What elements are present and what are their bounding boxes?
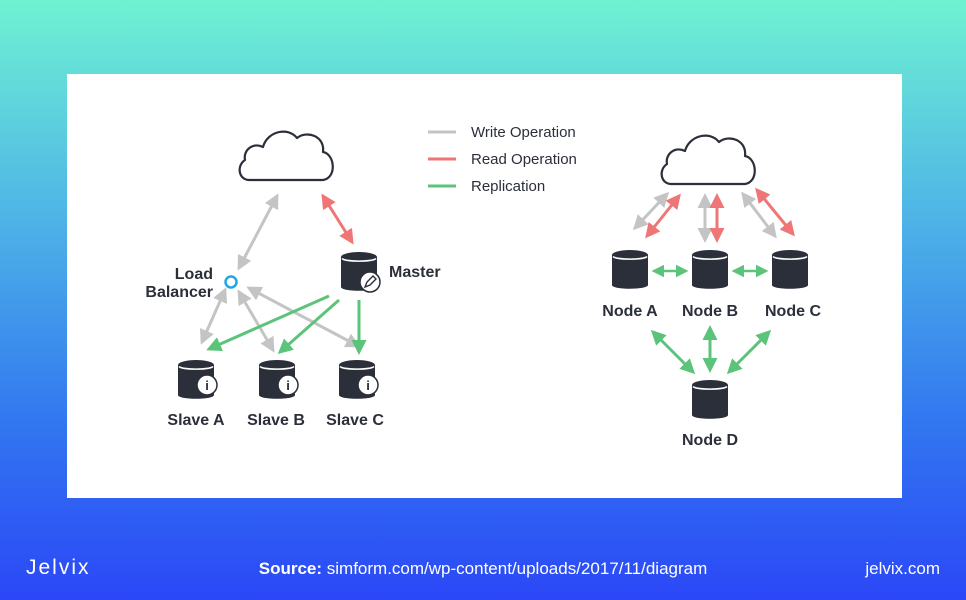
info-icon: i — [286, 378, 290, 393]
node-b-label: Node B — [682, 303, 738, 320]
slave-c-label: Slave C — [326, 412, 384, 429]
database-icon — [611, 249, 649, 290]
read-arrow — [645, 193, 681, 239]
info-icon — [357, 374, 379, 396]
read-arrow — [755, 187, 795, 237]
info-icon — [277, 374, 299, 396]
info-icon: i — [205, 378, 209, 393]
node-a-label: Node A — [602, 303, 658, 320]
write-arrow — [237, 289, 275, 353]
load-balancer-label: Load — [175, 266, 213, 283]
replication-arrow — [726, 329, 772, 375]
write-arrow — [741, 191, 777, 239]
database-icon — [691, 249, 729, 290]
node-d-label: Node D — [682, 432, 738, 449]
info-icon: i — [366, 378, 370, 393]
write-arrow — [632, 191, 670, 231]
pencil-icon — [359, 271, 381, 293]
source-url: simform.com/wp-content/uploads/2017/11/d… — [326, 559, 708, 578]
legend-read-label: Read Operation — [471, 151, 577, 168]
node-c-label: Node C — [765, 303, 821, 320]
database-icon — [691, 379, 729, 420]
pencil-icon — [363, 275, 377, 289]
brand-logo: Jelvix — [26, 556, 91, 579]
diagram-panel: Load Balancer Master i Slave A i Slave B… — [67, 74, 902, 498]
slave-b-label: Slave B — [247, 412, 305, 429]
replication-arrow — [650, 329, 696, 375]
master-label: Master — [389, 264, 441, 281]
write-arrow — [246, 286, 361, 348]
site-link[interactable]: jelvix.com — [865, 559, 940, 578]
replication-arrow — [277, 298, 340, 354]
replication-diagram: Load Balancer Master i Slave A i Slave B… — [145, 124, 821, 449]
read-arrow — [321, 193, 354, 245]
replication-arrow — [206, 294, 330, 352]
database-icon — [771, 249, 809, 290]
info-icon — [196, 374, 218, 396]
cloud-icon — [660, 134, 756, 186]
legend-replication-label: Replication — [471, 178, 545, 195]
footer: Jelvix Source: simform.com/wp-content/up… — [0, 552, 966, 588]
write-arrow — [199, 287, 228, 345]
cloud-icon — [238, 130, 335, 182]
source-label: Source: — [258, 559, 323, 578]
slave-a-label: Slave A — [167, 412, 225, 429]
write-arrow — [237, 193, 279, 271]
load-balancer-icon — [224, 275, 238, 289]
source-caption: Source: simform.com/wp-content/uploads/2… — [0, 559, 966, 579]
load-balancer-label: Balancer — [145, 284, 213, 301]
legend-write-label: Write Operation — [471, 124, 576, 141]
